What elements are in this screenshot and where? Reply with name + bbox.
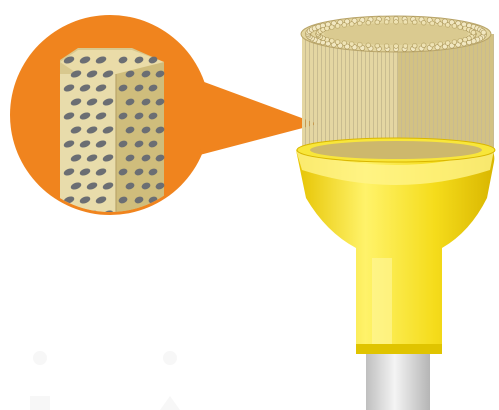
bristle-strand: [434, 34, 437, 156]
bristle-strand: [430, 34, 433, 156]
bristle-strand: [458, 34, 461, 156]
bristle-strand: [366, 34, 369, 156]
bristle-pore: [70, 209, 83, 219]
bristle-strand: [422, 34, 425, 156]
brush-cup-icon: [296, 138, 495, 350]
bristle-strand: [362, 34, 365, 156]
bristle-strand: [338, 34, 341, 156]
bristle-strand: [342, 34, 345, 156]
bristle-tip: [463, 37, 468, 42]
bristle-strand: [426, 34, 429, 156]
bristle-strand: [350, 34, 353, 156]
bristle-pore: [141, 209, 152, 218]
magnifier-callout-icon: [10, 15, 210, 225]
bristle-strand: [318, 34, 321, 156]
bristle-pore: [155, 209, 166, 218]
bristle-strand: [358, 34, 361, 156]
bristle-strand: [454, 34, 457, 156]
background-watermark-marks: [30, 351, 180, 410]
bristle-strand: [470, 34, 473, 156]
bristle-strand: [370, 34, 373, 156]
bristle-strand: [466, 34, 469, 156]
bristle-strand: [346, 34, 349, 156]
bristle-strand: [446, 34, 449, 156]
bristle-strand: [322, 34, 325, 156]
bristle-strand: [334, 34, 337, 156]
bristle-tip: [471, 30, 476, 35]
bristle-tip: [481, 30, 486, 35]
magnified-bristle: [60, 48, 165, 225]
bristle-strand: [418, 34, 421, 156]
bristle-strand: [478, 34, 481, 156]
bristle-strand: [490, 34, 493, 156]
bristle-strand: [474, 34, 477, 156]
bristle-bundle-icon: [301, 16, 493, 156]
bristle-strand: [326, 34, 329, 156]
bristle-tip: [325, 26, 330, 31]
bristle-strand: [302, 34, 305, 156]
bristle-strand: [314, 34, 317, 156]
bristle-strand: [462, 34, 465, 156]
bristle-strand: [354, 34, 357, 156]
bristle-strand: [450, 34, 453, 156]
bristle-strand: [486, 34, 489, 156]
bristle-strand: [310, 34, 313, 156]
bristle-strand: [306, 34, 309, 156]
bristle-strand: [438, 34, 441, 156]
bristle-strand: [442, 34, 445, 156]
bristle-strand: [374, 34, 377, 156]
bristle-strand: [482, 34, 485, 156]
bristle-strand: [330, 34, 333, 156]
shaft-icon: [356, 344, 442, 410]
